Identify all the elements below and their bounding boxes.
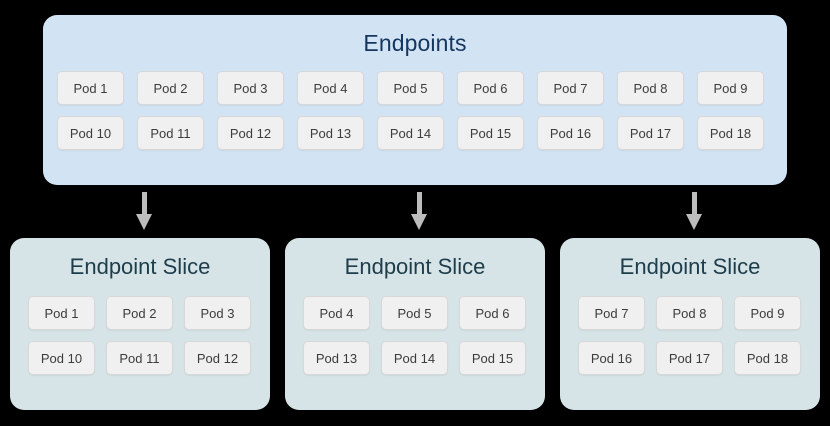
- endpoint-slice-container-1: Endpoint Slice Pod 1 Pod 2 Pod 3 Pod 10 …: [10, 238, 270, 410]
- endpoint-slice-pod-grid: Pod 4 Pod 5 Pod 6 Pod 13 Pod 14 Pod 15: [303, 296, 527, 375]
- arrow-shaft: [417, 192, 422, 216]
- pod-chip[interactable]: Pod 16: [578, 341, 645, 375]
- pod-chip[interactable]: Pod 18: [697, 116, 764, 150]
- endpoint-slice-title: Endpoint Slice: [344, 254, 486, 279]
- pod-chip[interactable]: Pod 6: [457, 71, 524, 105]
- endpoints-pod-row: Pod 1 Pod 2 Pod 3 Pod 4 Pod 5 Pod 6 Pod …: [57, 71, 773, 105]
- arrow-shaft: [692, 192, 697, 216]
- arrow-down-icon: [407, 192, 431, 230]
- endpoint-slice-pod-grid: Pod 7 Pod 8 Pod 9 Pod 16 Pod 17 Pod 18: [578, 296, 802, 375]
- pod-chip[interactable]: Pod 2: [106, 296, 173, 330]
- endpoints-pod-grid: Pod 1 Pod 2 Pod 3 Pod 4 Pod 5 Pod 6 Pod …: [57, 71, 773, 150]
- arrow-head: [411, 214, 427, 230]
- arrow-shaft: [142, 192, 147, 216]
- pod-chip[interactable]: Pod 15: [459, 341, 526, 375]
- arrow-head: [136, 214, 152, 230]
- pod-chip[interactable]: Pod 16: [537, 116, 604, 150]
- pod-chip[interactable]: Pod 6: [459, 296, 526, 330]
- endpoint-slice-pod-grid: Pod 1 Pod 2 Pod 3 Pod 10 Pod 11 Pod 12: [28, 296, 252, 375]
- endpoint-slice-pod-row: Pod 16 Pod 17 Pod 18: [578, 341, 802, 375]
- pod-chip[interactable]: Pod 11: [137, 116, 204, 150]
- pod-chip[interactable]: Pod 12: [217, 116, 284, 150]
- pod-chip[interactable]: Pod 7: [537, 71, 604, 105]
- endpoints-title: Endpoints: [363, 30, 467, 56]
- pod-chip[interactable]: Pod 7: [578, 296, 645, 330]
- pod-chip[interactable]: Pod 8: [617, 71, 684, 105]
- pod-chip[interactable]: Pod 4: [297, 71, 364, 105]
- pod-chip[interactable]: Pod 3: [217, 71, 284, 105]
- pod-chip[interactable]: Pod 5: [377, 71, 444, 105]
- endpoint-slice-pod-row: Pod 7 Pod 8 Pod 9: [578, 296, 802, 330]
- endpoint-slice-title: Endpoint Slice: [69, 254, 211, 279]
- pod-chip[interactable]: Pod 3: [184, 296, 251, 330]
- pod-chip[interactable]: Pod 14: [377, 116, 444, 150]
- pod-chip[interactable]: Pod 1: [57, 71, 124, 105]
- pod-chip[interactable]: Pod 4: [303, 296, 370, 330]
- pod-chip[interactable]: Pod 11: [106, 341, 173, 375]
- pod-chip[interactable]: Pod 13: [303, 341, 370, 375]
- arrow-down-icon: [132, 192, 156, 230]
- endpoint-slice-pod-row: Pod 10 Pod 11 Pod 12: [28, 341, 252, 375]
- endpoint-slice-pod-row: Pod 13 Pod 14 Pod 15: [303, 341, 527, 375]
- pod-chip[interactable]: Pod 12: [184, 341, 251, 375]
- pod-chip[interactable]: Pod 10: [28, 341, 95, 375]
- pod-chip[interactable]: Pod 9: [734, 296, 801, 330]
- pod-chip[interactable]: Pod 14: [381, 341, 448, 375]
- endpoint-slice-container-3: Endpoint Slice Pod 7 Pod 8 Pod 9 Pod 16 …: [560, 238, 820, 410]
- pod-chip[interactable]: Pod 15: [457, 116, 524, 150]
- endpoint-slice-pod-row: Pod 1 Pod 2 Pod 3: [28, 296, 252, 330]
- endpoint-slice-pod-row: Pod 4 Pod 5 Pod 6: [303, 296, 527, 330]
- pod-chip[interactable]: Pod 9: [697, 71, 764, 105]
- arrow-down-icon: [682, 192, 706, 230]
- pod-chip[interactable]: Pod 13: [297, 116, 364, 150]
- endpoints-pod-row: Pod 10 Pod 11 Pod 12 Pod 13 Pod 14 Pod 1…: [57, 116, 773, 150]
- pod-chip[interactable]: Pod 17: [617, 116, 684, 150]
- pod-chip[interactable]: Pod 8: [656, 296, 723, 330]
- pod-chip[interactable]: Pod 10: [57, 116, 124, 150]
- pod-chip[interactable]: Pod 17: [656, 341, 723, 375]
- endpoint-slice-title: Endpoint Slice: [619, 254, 761, 279]
- pod-chip[interactable]: Pod 1: [28, 296, 95, 330]
- pod-chip[interactable]: Pod 18: [734, 341, 801, 375]
- endpoints-container: Endpoints Pod 1 Pod 2 Pod 3 Pod 4 Pod 5 …: [43, 15, 787, 185]
- pod-chip[interactable]: Pod 2: [137, 71, 204, 105]
- pod-chip[interactable]: Pod 5: [381, 296, 448, 330]
- arrow-head: [686, 214, 702, 230]
- endpoint-slice-container-2: Endpoint Slice Pod 4 Pod 5 Pod 6 Pod 13 …: [285, 238, 545, 410]
